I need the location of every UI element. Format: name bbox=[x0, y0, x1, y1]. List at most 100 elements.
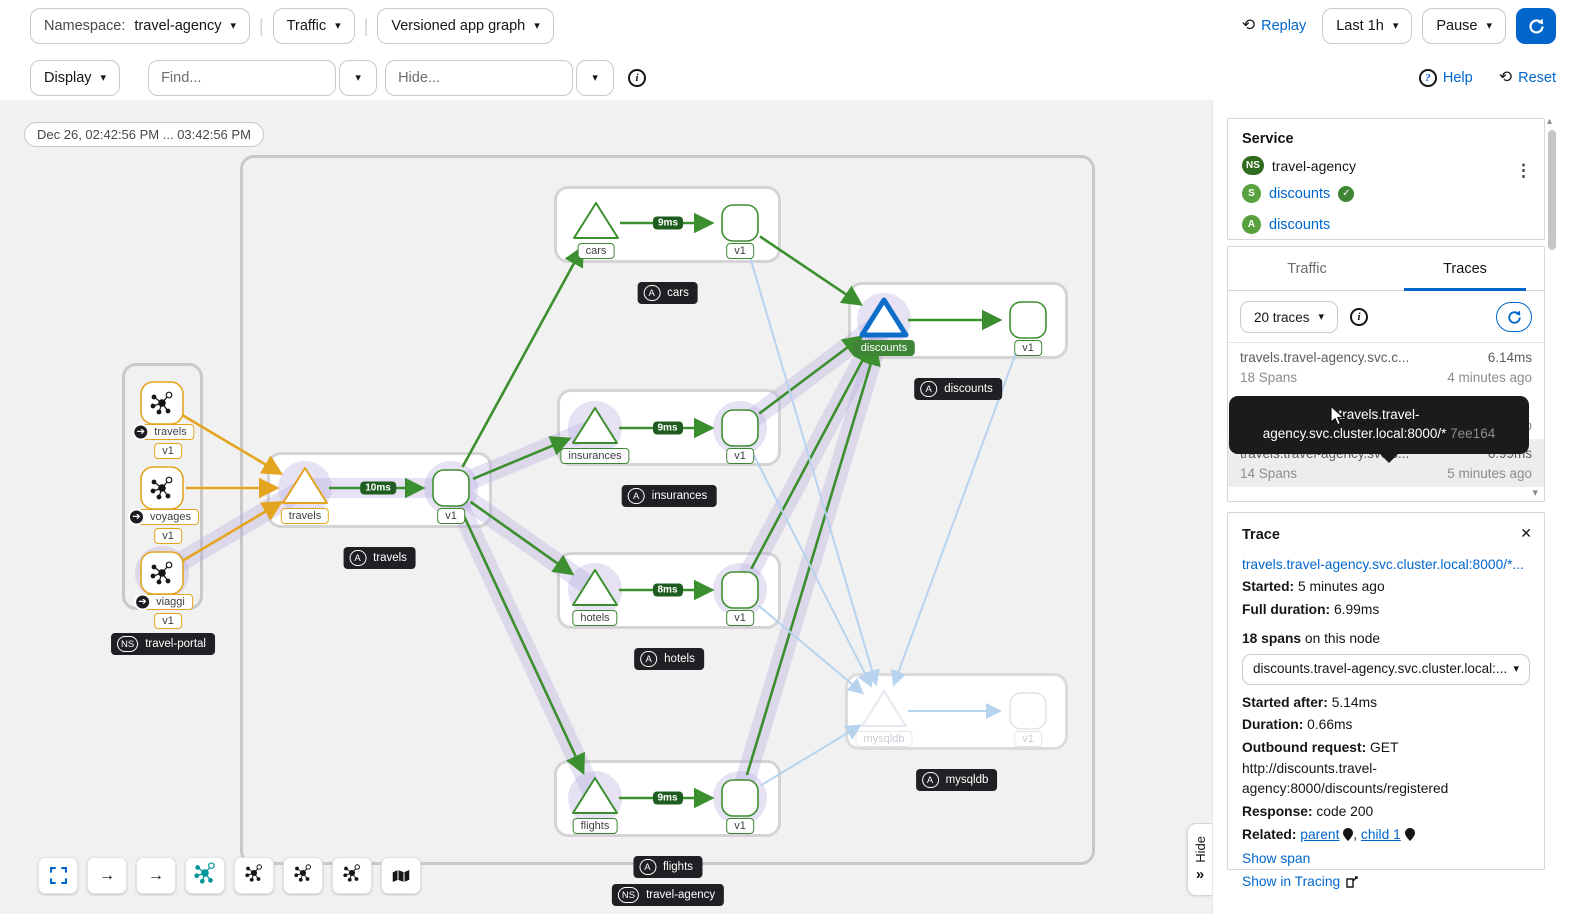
service-node-label-mysqldb[interactable]: mysqldb bbox=[855, 731, 913, 747]
hide-input[interactable] bbox=[385, 60, 574, 96]
pin-icon bbox=[1343, 827, 1354, 841]
portal-version-label-voyages[interactable]: v1 bbox=[154, 528, 182, 544]
root-arrow-icon: ➔ bbox=[132, 423, 150, 441]
reset-link[interactable]: ⟲ Reset bbox=[1499, 70, 1556, 87]
panel-tabs: Traffic Traces bbox=[1228, 247, 1544, 291]
edge-latency-label-insurances: 9ms bbox=[652, 421, 683, 435]
workload-version-label-hotels[interactable]: v1 bbox=[726, 610, 754, 626]
display-selector[interactable]: Display ▾ bbox=[30, 60, 121, 96]
time-range-label: Last 1h bbox=[1336, 18, 1384, 34]
trace-url-link[interactable]: travels.travel-agency.svc.cluster.local:… bbox=[1242, 556, 1524, 572]
workload-version-label-flights[interactable]: v1 bbox=[726, 818, 754, 834]
related-child-link[interactable]: child 1 bbox=[1360, 826, 1401, 842]
legend-map-icon bbox=[392, 869, 410, 882]
started-label: Started: bbox=[1242, 579, 1295, 595]
hide-panel-tab[interactable]: Hide » bbox=[1187, 823, 1212, 896]
show-in-tracing-link[interactable]: Show in Tracing bbox=[1242, 872, 1358, 893]
service-node-label-discounts[interactable]: discounts bbox=[852, 340, 916, 356]
panel-scrollbar[interactable]: ▴ bbox=[1546, 100, 1558, 914]
workload-version-label-mysqldb[interactable]: v1 bbox=[1014, 731, 1042, 747]
workload-version-label-travels[interactable]: v1 bbox=[437, 508, 465, 524]
arrow-right-icon: → bbox=[148, 866, 164, 884]
trace-row[interactable]: travels.travel-agency.svc.c...6.14ms 18 … bbox=[1228, 343, 1544, 391]
tooltip-line1: travels.travel- bbox=[1338, 407, 1420, 422]
trace-spans: 18 Spans bbox=[1240, 370, 1298, 385]
service-node-label-hotels[interactable]: hotels bbox=[572, 610, 618, 626]
portal-version-label-travels[interactable]: v1 bbox=[154, 443, 182, 459]
full-duration-value: 6.99ms bbox=[1333, 602, 1380, 618]
related-parent-link[interactable]: parent bbox=[1300, 826, 1340, 842]
help-link[interactable]: ? Help bbox=[1418, 69, 1473, 87]
find-input[interactable] bbox=[148, 60, 337, 96]
time-range-selector[interactable]: Last 1h ▾ bbox=[1322, 8, 1413, 44]
close-icon[interactable]: ✕ bbox=[1520, 525, 1532, 541]
traces-refresh-button[interactable] bbox=[1496, 302, 1532, 332]
workload-version-label-cars[interactable]: v1 bbox=[726, 243, 754, 259]
layout-button-active[interactable] bbox=[185, 857, 225, 894]
service-link[interactable]: discounts bbox=[1269, 185, 1331, 202]
portal-app-label-travels[interactable]: ➔travels bbox=[132, 423, 195, 441]
workload-version-label-insurances[interactable]: v1 bbox=[726, 448, 754, 464]
app-link[interactable]: discounts bbox=[1269, 216, 1331, 233]
chevrons-right-icon: » bbox=[1195, 865, 1205, 883]
span-selector-value: discounts.travel-agency.svc.cluster.loca… bbox=[1253, 660, 1508, 676]
service-node-label-flights[interactable]: flights bbox=[572, 818, 618, 834]
health-check-icon: ✓ bbox=[1338, 185, 1355, 202]
span-selector[interactable]: discounts.travel-agency.svc.cluster.loca… bbox=[1242, 653, 1530, 685]
edge-latency-label-cars: 9ms bbox=[652, 216, 684, 230]
layout-button-1[interactable] bbox=[234, 857, 274, 894]
find-hide-info-icon[interactable]: i bbox=[628, 69, 647, 87]
caret-down-icon: ▾ bbox=[355, 71, 361, 84]
caret-down-icon: ▾ bbox=[534, 19, 540, 32]
trace-title: travels.travel-agency.svc.c... bbox=[1240, 350, 1410, 365]
service-node-label-cars[interactable]: cars bbox=[577, 243, 615, 259]
refresh-button[interactable] bbox=[1516, 8, 1556, 44]
service-node-label-travels[interactable]: travels bbox=[280, 508, 330, 524]
graph-arrow-button-1[interactable]: → bbox=[87, 857, 127, 894]
tooltip-line2: agency.svc.cluster.local:8000/* bbox=[1262, 425, 1447, 441]
graph-type-selector[interactable]: Versioned app graph ▾ bbox=[377, 8, 554, 44]
portal-app-label-viaggi[interactable]: ➔viaggi bbox=[134, 593, 193, 611]
kebab-menu-icon[interactable]: ⋮ bbox=[1515, 161, 1532, 180]
find-options-button[interactable]: ▾ bbox=[339, 60, 378, 96]
portal-version-label-viaggi[interactable]: v1 bbox=[154, 613, 182, 629]
service-card: Service NS travel-agency S discounts ✓ A… bbox=[1227, 118, 1545, 240]
namespace-selector[interactable]: Namespace: travel-agency ▾ bbox=[30, 8, 250, 44]
show-span-link[interactable]: Show span bbox=[1242, 851, 1311, 867]
started-after-value: 5.14ms bbox=[1331, 694, 1377, 710]
edge-latency-label-flights: 9ms bbox=[652, 791, 683, 805]
legend-button[interactable] bbox=[381, 857, 421, 894]
response-label: Response: bbox=[1242, 803, 1313, 819]
help-icon: ? bbox=[1418, 69, 1437, 87]
workload-version-label-discounts[interactable]: v1 bbox=[1014, 340, 1042, 356]
zoom-to-fit-button[interactable] bbox=[38, 857, 78, 894]
pin-icon bbox=[1404, 827, 1415, 841]
namespace-badge: NS bbox=[1242, 156, 1264, 175]
replay-link[interactable]: ⟲ Replay bbox=[1242, 18, 1307, 35]
traffic-selector[interactable]: Traffic ▾ bbox=[272, 8, 355, 44]
caret-down-icon: ▾ bbox=[1486, 19, 1492, 32]
caret-down-icon: ▾ bbox=[1392, 19, 1399, 32]
summary-panel: Service NS travel-agency S discounts ✓ A… bbox=[1212, 100, 1560, 914]
layout-network-icon bbox=[245, 864, 263, 887]
replay-label: Replay bbox=[1261, 18, 1307, 34]
graph-arrow-button-2[interactable]: → bbox=[136, 857, 176, 894]
layout-button-2[interactable] bbox=[283, 857, 323, 894]
pause-selector[interactable]: Pause ▾ bbox=[1422, 8, 1506, 44]
list-scroll-down-icon[interactable]: ▾ bbox=[1532, 487, 1538, 499]
tab-traces[interactable]: Traces bbox=[1386, 247, 1544, 291]
traces-count-selector[interactable]: 20 traces ▾ bbox=[1240, 301, 1339, 333]
portal-app-label-voyages[interactable]: ➔voyages bbox=[128, 508, 199, 526]
tab-traffic[interactable]: Traffic bbox=[1287, 260, 1327, 277]
caret-down-icon: ▾ bbox=[1318, 310, 1325, 323]
layout-button-3[interactable] bbox=[332, 857, 372, 894]
service-node-label-insurances[interactable]: insurances bbox=[560, 448, 630, 464]
hide-options-button[interactable]: ▾ bbox=[576, 60, 615, 96]
caret-down-icon: ▾ bbox=[592, 71, 598, 84]
scrollbar-thumb[interactable] bbox=[1548, 130, 1556, 250]
traces-info-icon[interactable]: i bbox=[1350, 308, 1369, 326]
